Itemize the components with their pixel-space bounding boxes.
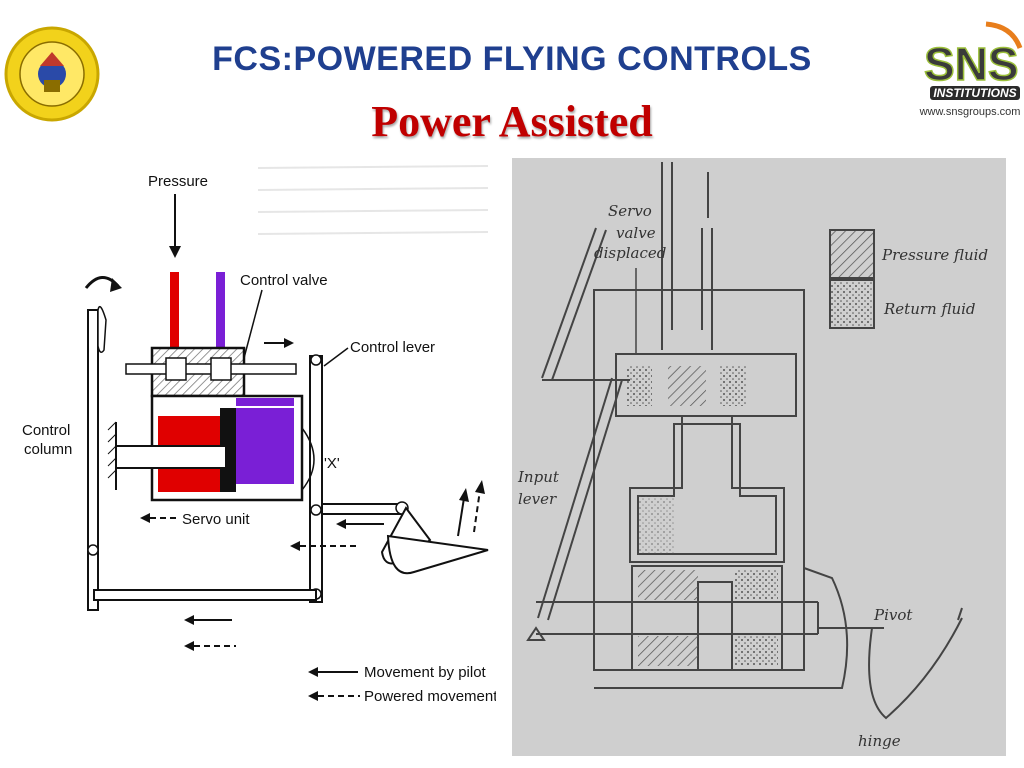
- displaced-label: displaced: [594, 244, 666, 262]
- input-label: Input: [517, 468, 560, 486]
- legend-movement-by-pilot: Movement by pilot: [364, 664, 487, 681]
- column-label: column: [24, 441, 72, 458]
- pivot-label: Pivot: [873, 606, 913, 624]
- pressure-fluid-label: Pressure fluid: [881, 246, 988, 264]
- hinge-label: hinge: [858, 732, 901, 750]
- pressure-label: Pressure: [148, 173, 208, 190]
- sns-institutions-label: INSTITUTIONS: [930, 86, 1020, 100]
- sns-website: www.snsgroups.com: [919, 106, 1021, 118]
- slide-title: FCS:POWERED FLYING CONTROLS: [212, 40, 812, 78]
- control-lever-label: Control lever: [350, 339, 435, 356]
- servo-unit-diagram: Pressure Control valve Control lever: [18, 160, 498, 742]
- valve-label: valve: [616, 224, 656, 242]
- slide-subtitle: Power Assisted: [371, 97, 653, 146]
- piston: [220, 408, 236, 492]
- servo-unit-label: Servo unit: [182, 511, 250, 528]
- sns-logo: SNS: [916, 20, 1024, 120]
- legend-return-swatch: [829, 279, 875, 329]
- servo-label: Servo: [608, 202, 652, 220]
- return-fluid-fill: [626, 366, 652, 406]
- pressure-fluid-fill: [668, 366, 706, 406]
- lever-label: lever: [518, 490, 557, 508]
- sns-logo-text: SNS: [924, 38, 1019, 90]
- control-label: Control: [22, 422, 70, 439]
- pressure-pipe: [170, 272, 179, 372]
- hand-drawn-servo-diagram: Servo valve displaced Pressure fluid Ret…: [512, 158, 1006, 756]
- return-pipe: [216, 272, 225, 372]
- legend-powered-movement: Powered movement: [364, 688, 496, 705]
- control-valve-label: Control valve: [240, 272, 328, 289]
- legend-pressure-swatch: [829, 229, 875, 279]
- return-chamber: [236, 408, 294, 484]
- college-seal-logo: [0, 22, 110, 126]
- x-mark-label: 'X': [324, 455, 340, 472]
- return-fluid-label: Return fluid: [883, 300, 976, 318]
